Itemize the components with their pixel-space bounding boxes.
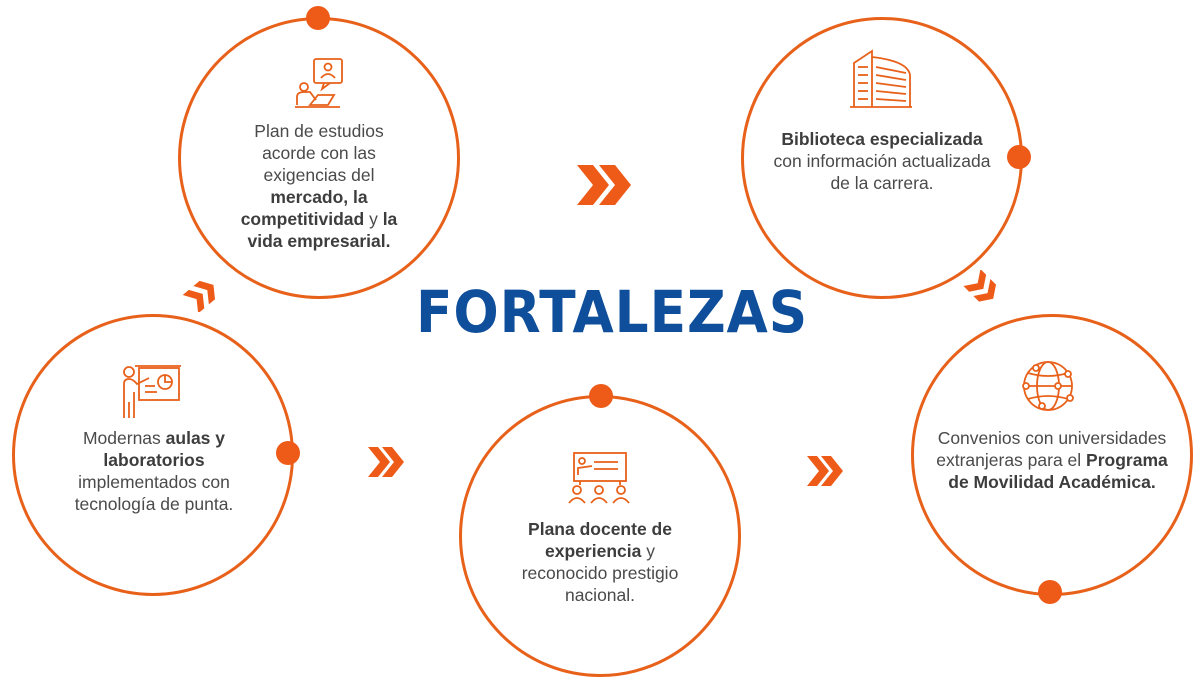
- page-title: FORTALEZAS: [416, 278, 809, 346]
- card-plana-docente-text: Plana docente de experiencia y reconocid…: [500, 518, 700, 606]
- card-convenios-text: Convenios con universidades extranjeras …: [934, 427, 1170, 493]
- text-regular: con información actualizada de la carrer…: [773, 151, 991, 193]
- text-bold: la vida empresarial.: [247, 209, 398, 251]
- text-regular: Convenios con universidades extranjeras …: [936, 428, 1167, 470]
- text-bold: aulas y laboratorios: [103, 428, 226, 470]
- card-aulas: [12, 314, 294, 596]
- connector-dot: [1007, 145, 1031, 169]
- text-bold: mercado, la competitividad: [240, 187, 368, 229]
- connector-dot: [306, 6, 330, 30]
- card-plan-estudios: [178, 17, 460, 299]
- connector-dot: [589, 384, 613, 408]
- chevron-right-icon: [368, 447, 404, 477]
- text-regular: Plan de estudios acorde con las exigenci…: [254, 121, 384, 185]
- connector-dot: [1038, 580, 1062, 604]
- text-bold: Programa de Movilidad Académica.: [948, 450, 1168, 492]
- online-teacher-icon: [295, 58, 343, 108]
- chevron-right-icon: [807, 456, 843, 486]
- text-regular: implementados con tecnología de punta.: [74, 472, 234, 514]
- text-regular: y reconocido prestigio nacional.: [521, 541, 679, 605]
- library-building-icon: [850, 49, 912, 108]
- chevron-right-icon: [577, 165, 631, 205]
- presentation-chart-icon: [123, 365, 181, 418]
- text-bold: Plana docente de experiencia: [528, 519, 672, 561]
- teacher-students-icon: [568, 452, 630, 504]
- chevron-down-right-icon: [963, 270, 997, 302]
- card-aulas-text: Modernas aulas y laboratorios implementa…: [52, 427, 256, 515]
- text-bold: Biblioteca especializada: [781, 129, 983, 149]
- card-biblioteca-text: Biblioteca especializada con información…: [770, 128, 994, 194]
- card-plan-estudios-text: Plan de estudios acorde con las exigenci…: [226, 120, 412, 252]
- text-regular: Modernas: [82, 428, 166, 448]
- connector-dot: [276, 441, 300, 465]
- chevron-up-right-icon: [182, 280, 216, 312]
- globe-network-icon: [1022, 361, 1074, 411]
- text-regular: y: [364, 209, 383, 229]
